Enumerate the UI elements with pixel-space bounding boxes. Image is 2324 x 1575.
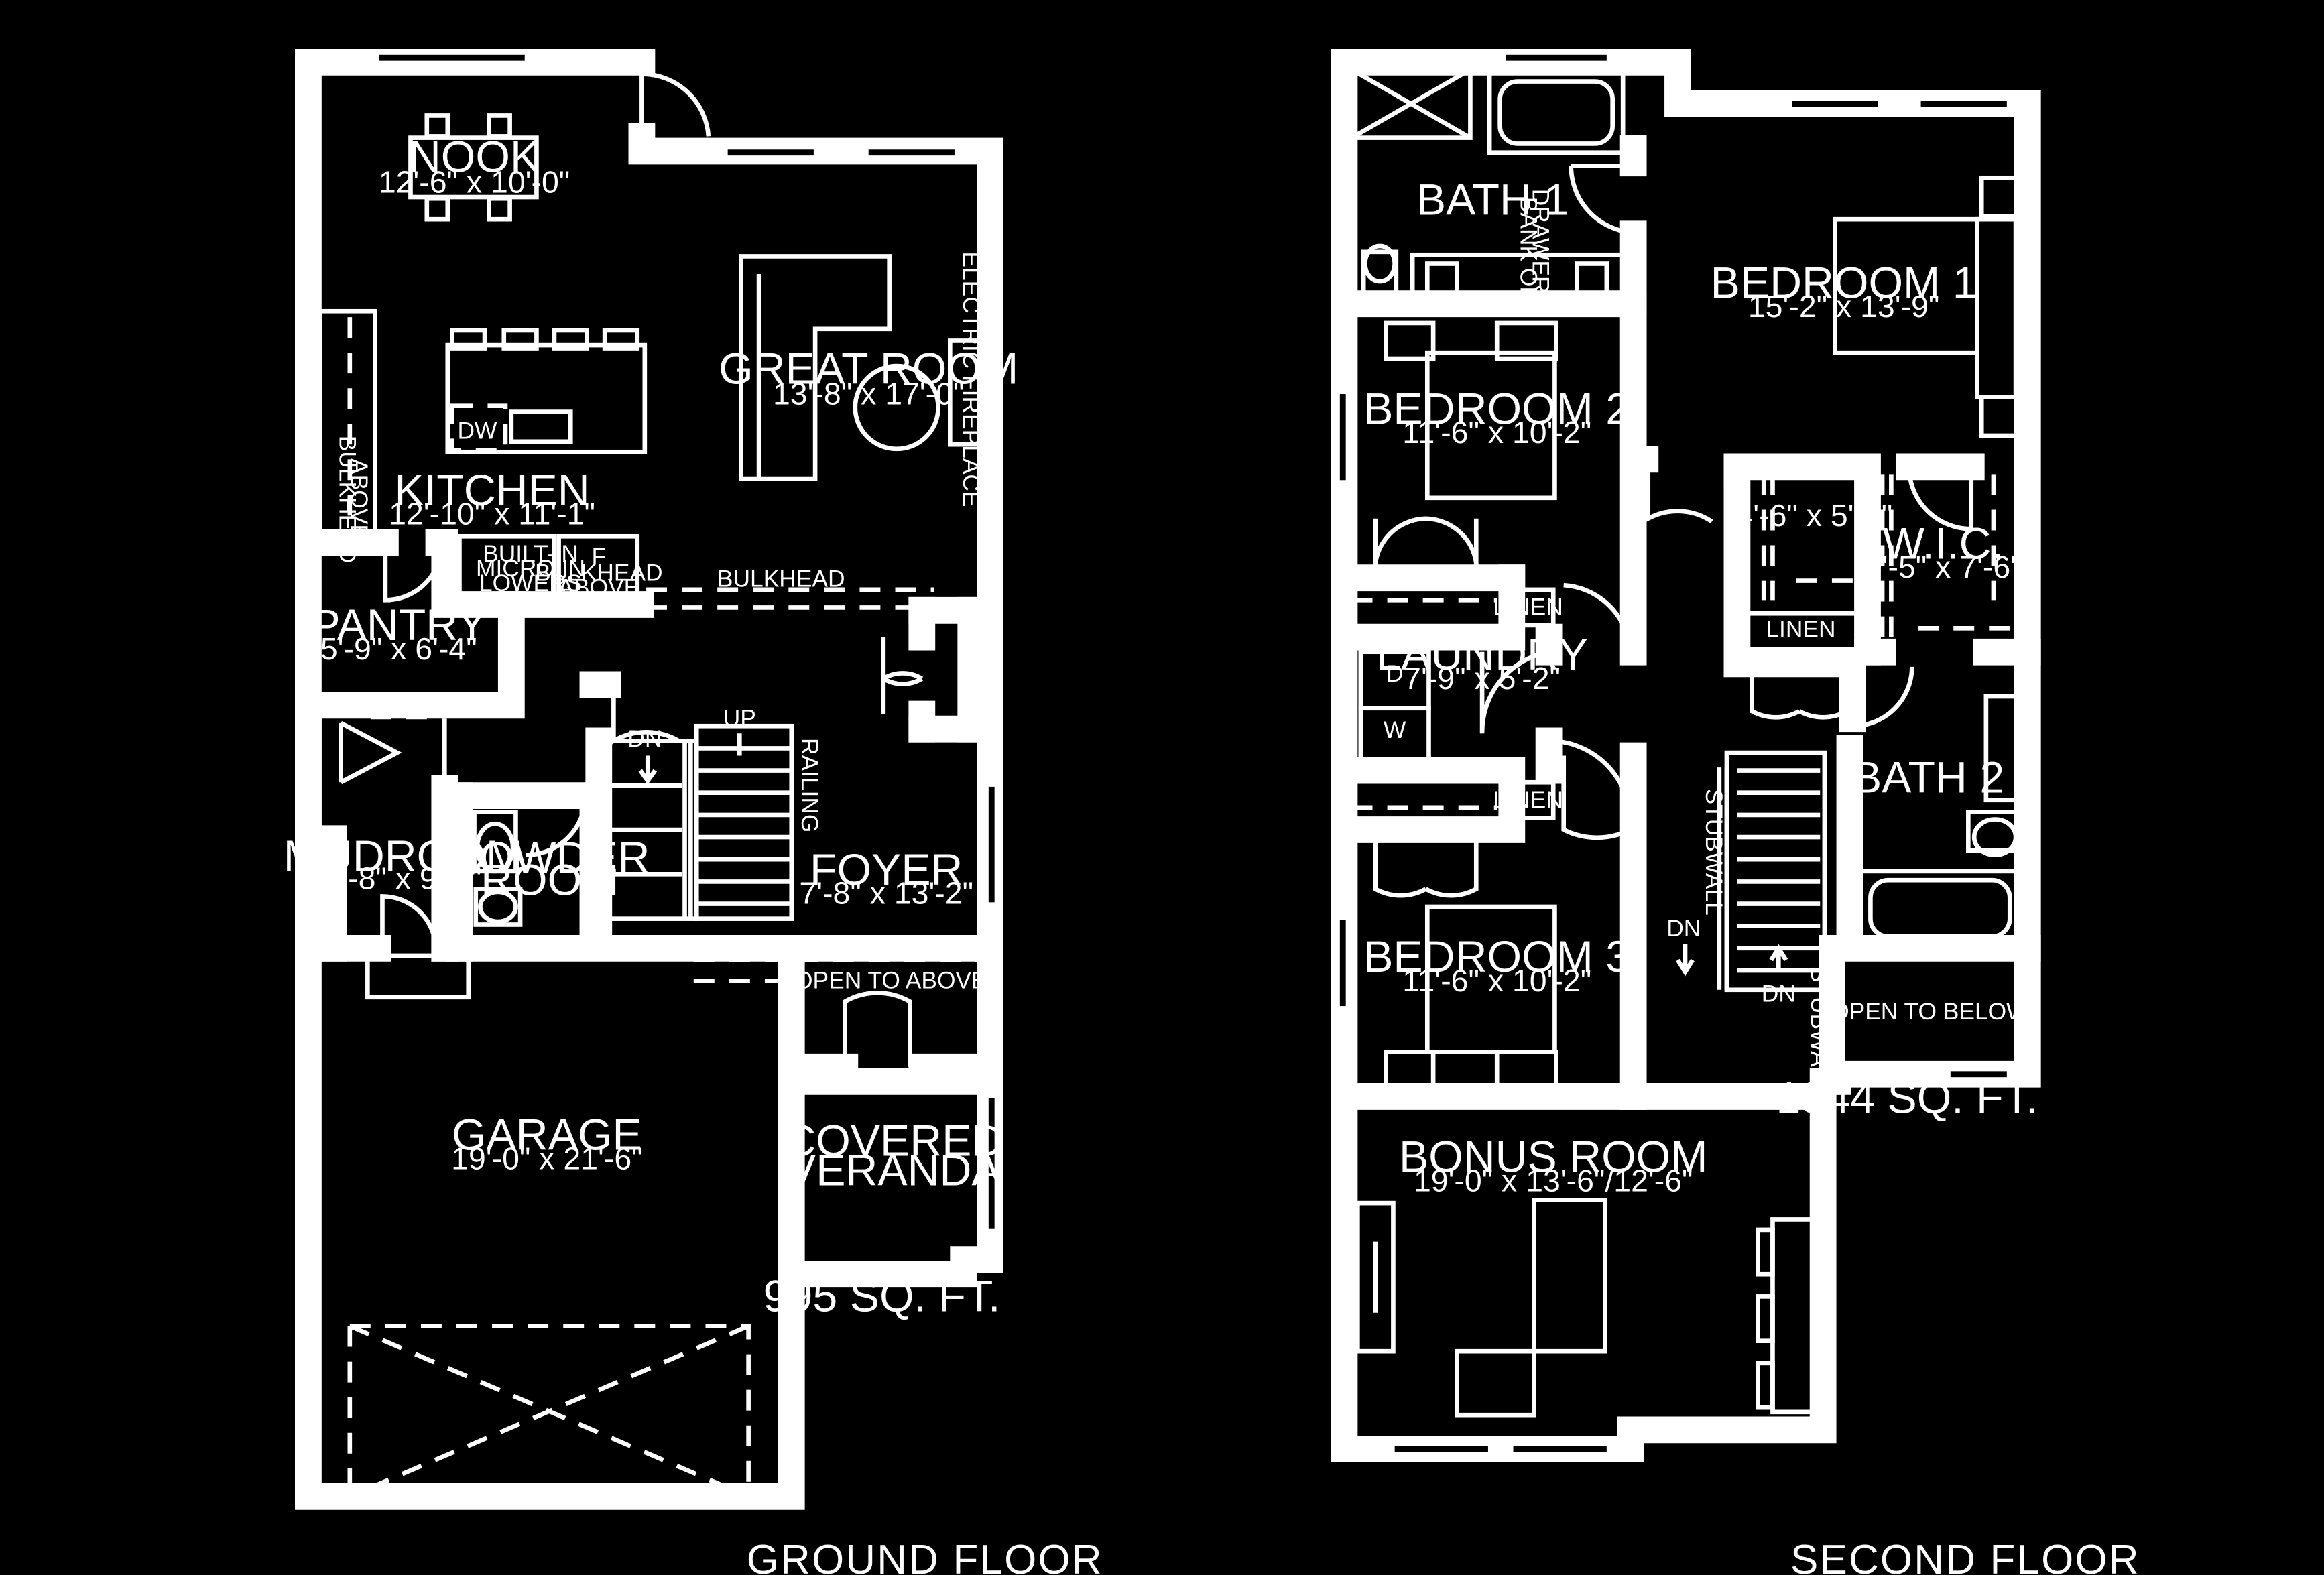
bank-of-drawers-note-line2: DRAWERS (1527, 189, 1553, 309)
laundry-label: LAUNDRY (1376, 630, 1588, 680)
closet-dims: 4'-6" x 5'-6" (1735, 498, 1892, 533)
fridge-label: F (591, 544, 606, 570)
wic-label: W.I.C. (1882, 519, 2004, 568)
stairs-up-label: UP (723, 705, 756, 731)
dishwasher-label: DW (458, 418, 498, 444)
linen-c-label: LINEN (1493, 787, 1563, 813)
bulkhead-above-side-note-line1: BULKHEAD (334, 436, 360, 564)
mudroom-dims: 3'-8" x 9'-5" (325, 861, 482, 895)
linen-a-label: LINEN (1493, 594, 1563, 620)
garage-dims: 19'-0" x 21'-6" (451, 1141, 642, 1176)
pantry-label: PANTRY (310, 601, 487, 650)
garage-label: GARAGE (452, 1111, 642, 1160)
linen-b-label: LINEN (1766, 617, 1835, 643)
open-to-below-note: OPEN TO BELOW (1831, 999, 2029, 1025)
optional-bench-note-line2: BENCH (309, 848, 335, 931)
stairs-dn-b-label: DN (1762, 981, 1796, 1007)
mudroom-label: MUDROOM (284, 832, 523, 881)
second-floor-doors (1372, 164, 1974, 898)
powder-room-label-line1: POWDER (450, 833, 650, 883)
laundry-dims: 7'-9" x 5'-2" (1404, 661, 1561, 696)
covered-veranda-label-line1: COVERED (784, 1116, 1003, 1166)
bedroom1-label: BEDROOM 1 (1711, 258, 1977, 308)
kitchen-dims: 12'-10" x 11'-1" (389, 497, 595, 531)
ground-floor-labels: NOOK 12'-6" x 10'-0" GREAT ROOM 13'-8" x… (284, 132, 1103, 1575)
ground-floor-plan (295, 48, 1003, 1510)
bulkhead-above-side-note-line2: ABOVE (346, 458, 372, 540)
bulkhead-above-note-line2: ABOVE (558, 575, 639, 601)
ground-floor-interior-walls (295, 529, 1003, 1095)
bath1-label: BATH 1 (1416, 176, 1569, 225)
bonus-room-dims: 19'-0" x 13'-6"/12'-6" (1414, 1163, 1693, 1198)
second-floor-windows (1337, 52, 2010, 1455)
great-room-dims: 13'-8" x 17'-0" (773, 377, 964, 412)
foyer-dims: 7'-8" x 13'-2" (799, 876, 973, 911)
bulkhead-above-note-line1: BULKHEAD (535, 560, 663, 586)
second-floor-fixtures (1349, 67, 2030, 1418)
ground-floor-sqft: 995 SQ. FT. (763, 1271, 1001, 1321)
electric-fireplace-note: ELECTRIC FIREPLACE (958, 251, 984, 507)
kitchen-label: KITCHEN (395, 466, 590, 515)
ground-floor-title: GROUND FLOOR (747, 1537, 1103, 1575)
bedroom3-label: BEDROOM 3 (1363, 932, 1630, 982)
ground-floor-windows (376, 52, 998, 1232)
bath2-label: BATH 2 (1852, 753, 2004, 803)
built-in-note-line1: BUILT-IN (483, 541, 578, 567)
railing-note: RAILING (796, 738, 822, 832)
stubwall-b-note: STUBWALL (1806, 966, 1832, 1093)
bedroom2-dims: 11'-6" x 10'-2" (1402, 415, 1591, 450)
ground-floor-dashed-lines (347, 587, 986, 1499)
bulkhead-note: BULKHEAD (717, 566, 845, 592)
stubwall-a-note: STUBWALL (1701, 789, 1727, 916)
bonus-room-label: BONUS ROOM (1399, 1133, 1708, 1182)
powder-room-label-line2: ROOM (481, 855, 619, 905)
covered-veranda-label-line2: VERANDA (786, 1146, 1001, 1196)
stairs-down-label: DN (627, 726, 662, 752)
built-in-note-line3: LOWERS (479, 570, 582, 596)
second-floor-labels: BATH 1 BANK OF DRAWERS BEDROOM 1 15'-2" … (1363, 176, 2140, 1575)
open-to-above-note: OPEN TO ABOVE (794, 968, 987, 994)
nook-label: NOOK (409, 132, 540, 182)
nook-dims: 12'-6" x 10'-0" (379, 164, 570, 199)
dryer-label: D (1386, 661, 1404, 687)
bedroom1-dims: 15'-2" x 13'-9" (1748, 289, 1939, 324)
great-room-label: GREAT ROOM (719, 344, 1018, 394)
foyer-label: FOYER (810, 845, 963, 895)
ground-floor-stairs (602, 723, 794, 921)
bedroom2-label: BEDROOM 2 (1363, 384, 1630, 434)
bank-of-drawers-note-line1: BANK OF (1516, 197, 1542, 301)
bedroom3-dims: 11'-6" x 10'-2" (1402, 963, 1591, 998)
second-floor-sqft: 1344 SQ. FT. (1776, 1073, 2038, 1123)
second-floor-plan (1331, 48, 2041, 1462)
built-in-note-line2: MICRO IN (476, 556, 585, 582)
optional-bench-note-line1: OPTIONAL (322, 829, 349, 949)
stairs-dn-a-label: DN (1666, 916, 1701, 942)
ground-floor-fixtures (318, 113, 991, 1000)
pantry-dims: 5'-9" x 6'-4" (320, 631, 477, 666)
washer-label: W (1384, 717, 1406, 743)
wic-dims: 6'-5" x 7'-6" (1865, 550, 2022, 584)
second-floor-title: SECOND FLOOR (1790, 1537, 2140, 1575)
